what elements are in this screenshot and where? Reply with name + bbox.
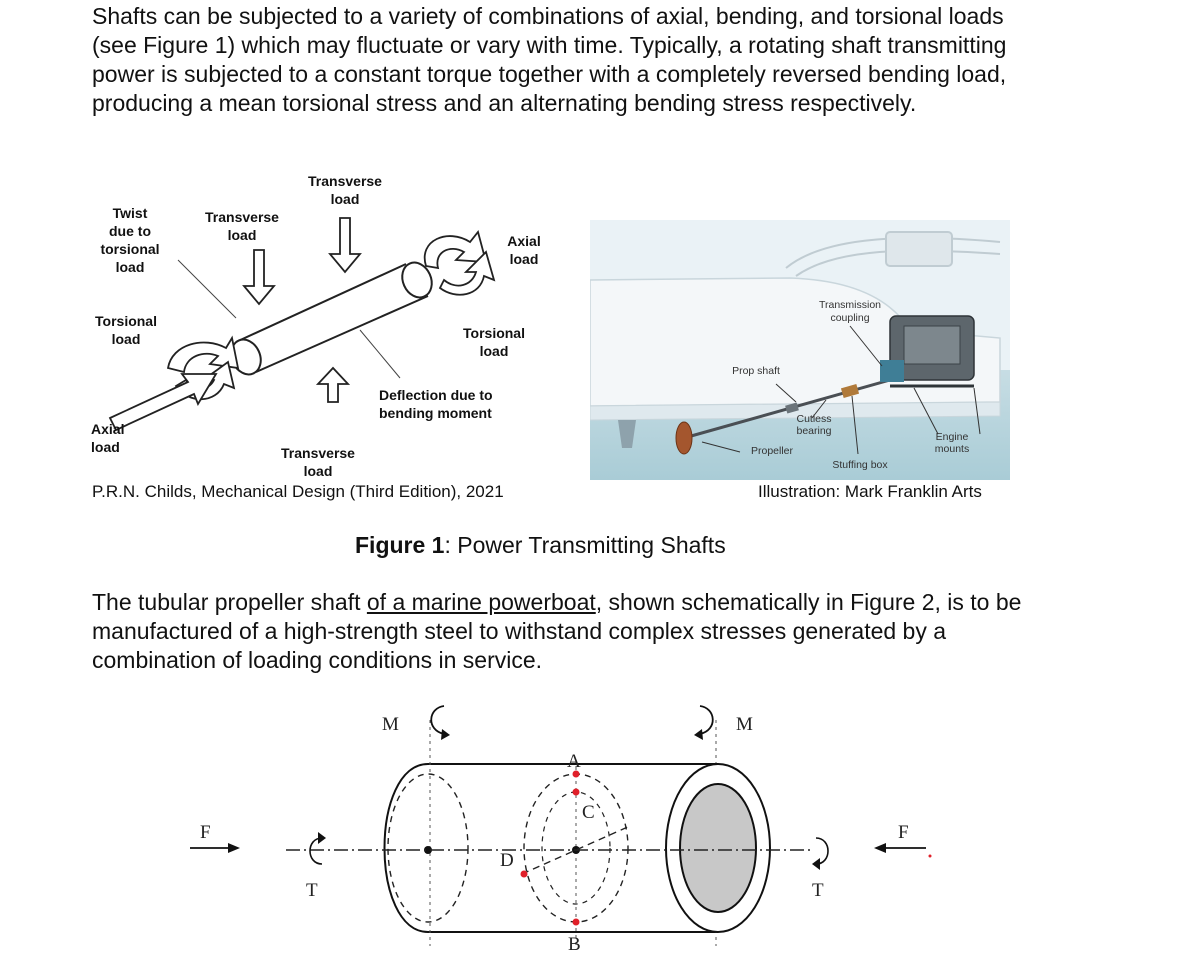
label-c: C xyxy=(582,802,595,823)
force-arrow-right xyxy=(874,843,926,853)
torsion-arrow-right xyxy=(423,230,496,296)
point-a xyxy=(572,770,580,778)
point-c xyxy=(572,788,580,796)
rudder xyxy=(618,420,636,448)
right-end-section xyxy=(665,763,771,933)
label-f-right: F xyxy=(898,822,909,843)
force-arrow-left xyxy=(190,843,240,853)
stress-points xyxy=(520,770,932,926)
label-m-right: M xyxy=(736,714,753,735)
label-a: A xyxy=(567,751,581,772)
transverse-arrow-left xyxy=(242,249,276,306)
moment-arrow-left xyxy=(430,705,450,740)
label-m-left: M xyxy=(382,714,399,735)
torque-arrow-left xyxy=(309,832,326,865)
figure-1-label: Figure 1 xyxy=(355,532,445,558)
transverse-arrow-bottom xyxy=(315,366,351,403)
point-b xyxy=(572,918,580,926)
intro-paragraph: Shafts can be subjected to a variety of … xyxy=(92,3,1007,116)
para2-text-after: , shown schematically in Figure 2, is to… xyxy=(92,589,1022,673)
label-stuffing: Stuffing box xyxy=(832,459,888,471)
axial-arrow-left xyxy=(108,373,218,432)
boat-railing xyxy=(785,231,1001,277)
point-d xyxy=(520,870,528,878)
engine xyxy=(880,315,975,388)
torque-arrow-right xyxy=(812,837,829,870)
moment-arrow-right xyxy=(694,705,714,740)
label-propeller: Propeller xyxy=(751,445,794,457)
label-t-right: T xyxy=(812,880,824,901)
figure-1-caption: Figure 1: Power Transmitting Shafts xyxy=(355,532,726,559)
label-b: B xyxy=(568,934,581,955)
left-center-dot xyxy=(424,846,432,854)
para2-text-before: The tubular propeller shaft xyxy=(92,589,367,615)
tubular-shaft-schematic: M M A C D B F F T T xyxy=(190,705,932,955)
tube-body xyxy=(383,763,718,933)
label-t-left: T xyxy=(306,880,318,901)
label-f-left: F xyxy=(200,822,211,843)
para2-underlined: of a marine powerboat xyxy=(366,589,596,615)
left-section-ellipse xyxy=(387,773,469,923)
propeller xyxy=(675,421,693,455)
shaft-cylinder xyxy=(230,261,433,376)
point-f-tip xyxy=(928,854,932,858)
label-prop-shaft: Prop shaft xyxy=(732,365,780,377)
figure-1-title: : Power Transmitting Shafts xyxy=(444,532,726,558)
transverse-arrow-top xyxy=(328,217,362,274)
propeller-shaft-paragraph: The tubular propeller shaft of a marine … xyxy=(92,588,1032,675)
figure-credit-franklin: Illustration: Mark Franklin Arts xyxy=(758,482,982,501)
figure-credit-childs: P.R.N. Childs, Mechanical Design (Third … xyxy=(92,482,504,501)
label-d: D xyxy=(500,850,514,871)
